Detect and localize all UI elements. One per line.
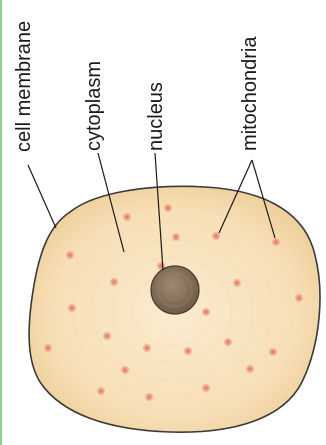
label-nucleus: nucleus xyxy=(145,82,167,151)
mitochondrion xyxy=(212,232,220,240)
mitochondrion xyxy=(44,344,52,352)
mitochondrion xyxy=(246,365,254,373)
nucleus xyxy=(151,266,199,314)
mitochondrion xyxy=(66,251,74,259)
mitochondrion xyxy=(145,393,153,401)
mitochondrion xyxy=(202,308,210,316)
mitochondrion xyxy=(184,347,192,355)
mitochondrion xyxy=(110,278,118,286)
mitochondrion xyxy=(233,279,241,287)
mitochondrion xyxy=(269,348,277,356)
mitochondrion xyxy=(97,387,105,395)
mitochondrion xyxy=(103,332,111,340)
mitochondrion xyxy=(164,204,172,212)
mitochondrion xyxy=(202,384,210,392)
mitochondrion xyxy=(272,238,280,246)
mitochondrion xyxy=(123,213,131,221)
mitochondrion xyxy=(172,233,180,241)
cell-membrane-leader xyxy=(28,165,56,228)
mitochondrion xyxy=(68,304,76,312)
label-cell-membrane: cell membrane xyxy=(13,21,35,152)
mitochondrion xyxy=(295,294,303,302)
label-mitochondria: mitochondria xyxy=(239,36,261,151)
label-cytoplasm: cytoplasm xyxy=(83,61,105,151)
mitochondrion xyxy=(143,344,151,352)
mitochondrion xyxy=(224,338,232,346)
left-border-accent xyxy=(0,0,2,445)
mitochondrion xyxy=(121,366,129,374)
